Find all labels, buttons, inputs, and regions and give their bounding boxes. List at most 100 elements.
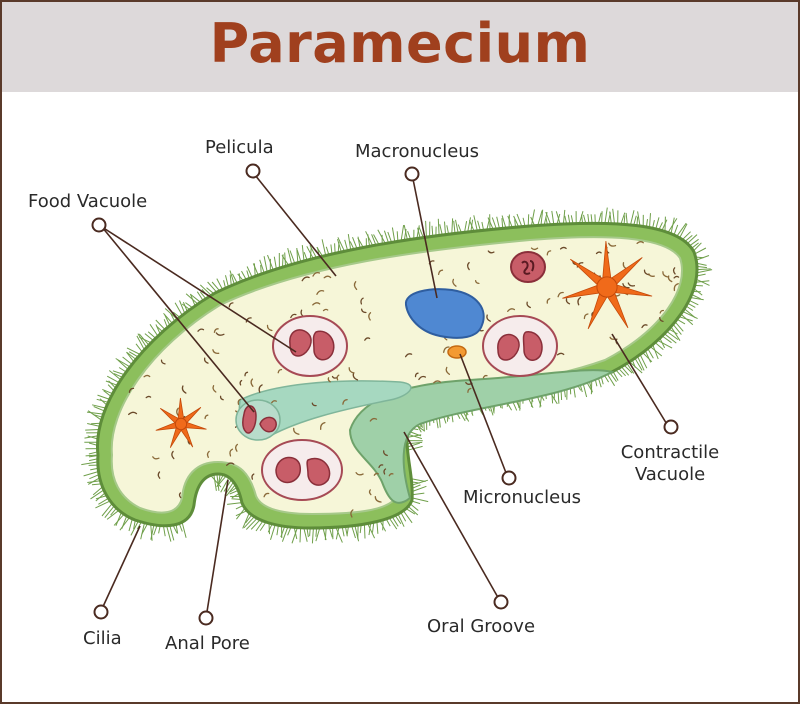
cilium [85,429,100,431]
cilium [106,375,120,384]
cilium [567,214,571,224]
granule [320,421,326,430]
granule [648,273,655,277]
cilium [181,522,187,538]
cilium [112,370,125,376]
granule [219,395,224,401]
cilium [516,213,523,227]
cilium [661,335,672,344]
cilium [169,525,175,541]
cilium [373,234,380,245]
cilium [250,519,261,530]
granule [290,313,297,319]
cilium [126,352,135,363]
cilium [666,330,679,341]
granule [352,372,359,381]
cilium [363,524,366,539]
cilium [412,485,427,492]
cilium [252,263,259,276]
cilium [225,275,229,288]
granule [672,267,676,275]
granule [213,328,219,333]
leader-lines [100,174,669,619]
cilium [106,509,120,520]
granule [369,417,378,422]
cilium [164,308,178,320]
cilium [301,245,305,262]
cilium [649,213,651,228]
cilium [407,434,422,438]
cilium [507,215,513,228]
cilium [367,523,376,539]
cilium [647,348,654,359]
cilium [96,398,109,403]
leader-line-pelicula [254,174,337,277]
granule [348,367,355,374]
cilium [231,498,242,500]
cilium [306,527,309,538]
cilium [92,486,103,496]
cilium [303,527,308,542]
granule [181,385,187,394]
cilium [330,244,333,255]
granule [204,414,209,420]
cilium [108,370,122,381]
cilium [102,388,113,395]
granule [215,332,225,336]
granule [565,298,571,305]
cilium [620,212,626,225]
contractile-vacuole [562,240,653,330]
cilium [655,217,660,230]
cilium [95,495,107,500]
label-contractile-vacuole: Contractile Vacuole [600,442,740,486]
leader-line-macronucleus [412,178,438,299]
cilium [117,359,129,370]
food-vacuole [261,439,343,501]
cilium [540,209,544,226]
granule [143,374,151,378]
granule [360,308,367,314]
granule [583,313,589,320]
leader-dots [91,163,679,626]
granule [474,279,480,285]
leader-dot-macronucleus [404,166,420,182]
cilium [403,224,408,241]
granule [526,301,531,309]
cilium [89,474,100,480]
granule [487,250,495,254]
cilium [530,209,535,226]
granule [364,337,371,341]
cilium [216,473,220,491]
cilium [365,231,374,246]
granule [378,464,384,469]
granule [360,297,364,305]
cilium [281,526,289,542]
granule [662,271,669,278]
cilium [337,238,342,253]
cilium [623,364,633,374]
cilium [150,524,153,541]
cilium [670,326,681,341]
granule [373,472,379,476]
cilium [175,524,179,534]
cilium [231,273,238,284]
cilium [144,333,154,341]
granule [293,427,300,435]
cilium [670,217,675,234]
cilium [590,214,593,224]
cilium [527,214,530,227]
cilium [122,356,133,365]
cilium [555,211,561,225]
granule [530,247,539,251]
cilium [155,319,166,330]
cilium [562,209,566,225]
cilium [578,211,584,224]
cilium [678,316,693,322]
granule [383,468,387,475]
granule [437,269,444,276]
cilium [407,442,420,448]
granule [145,395,152,399]
cilium [289,250,296,264]
leader-line-food-vacuole-2 [101,226,255,413]
cilium [210,474,222,488]
